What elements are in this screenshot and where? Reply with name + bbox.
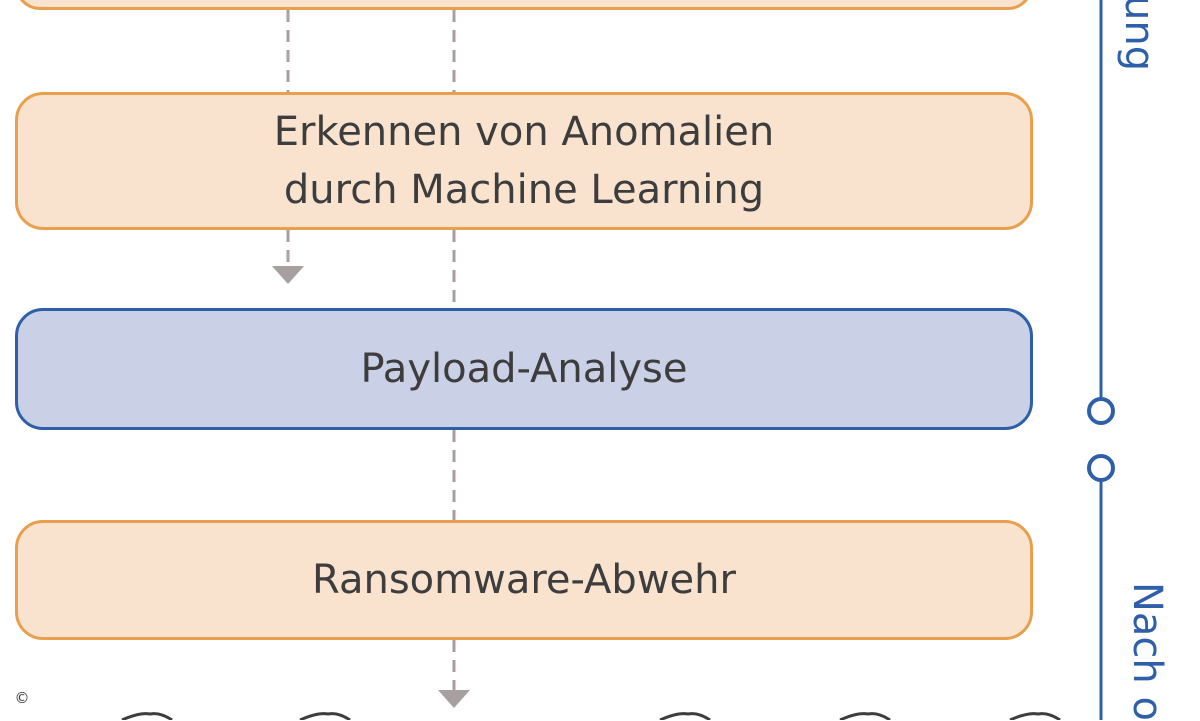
timeline-node-start bbox=[1087, 454, 1115, 482]
payload-analysis-box: Payload-Analyse bbox=[15, 308, 1033, 430]
anomaly-box-line1: Erkennen von Anomalien bbox=[273, 109, 775, 155]
bottom-partial-figures bbox=[121, 712, 1061, 720]
anomaly-box-line2: durch Machine Learning bbox=[283, 167, 765, 213]
timeline-lower-label: Nach o bbox=[1124, 582, 1170, 721]
arrowhead-left bbox=[272, 266, 304, 284]
payload-box-label: Payload-Analyse bbox=[360, 346, 688, 392]
anomaly-detection-box: Erkennen von Anomalien durch Machine Lea… bbox=[15, 92, 1033, 230]
timeline-lower-label-text: Nach o bbox=[1124, 582, 1170, 721]
timeline-upper-label-text: ung bbox=[1116, 0, 1162, 72]
timeline-upper-label: ung bbox=[1116, 0, 1162, 71]
top-box-partial bbox=[15, 0, 1033, 10]
copyright-mark: © bbox=[10, 686, 34, 710]
ransomware-box-label: Ransomware-Abwehr bbox=[312, 557, 736, 603]
timeline-node-end bbox=[1087, 397, 1115, 425]
ransomware-defense-box: Ransomware-Abwehr bbox=[15, 520, 1033, 640]
arrowhead-center bbox=[438, 690, 470, 708]
